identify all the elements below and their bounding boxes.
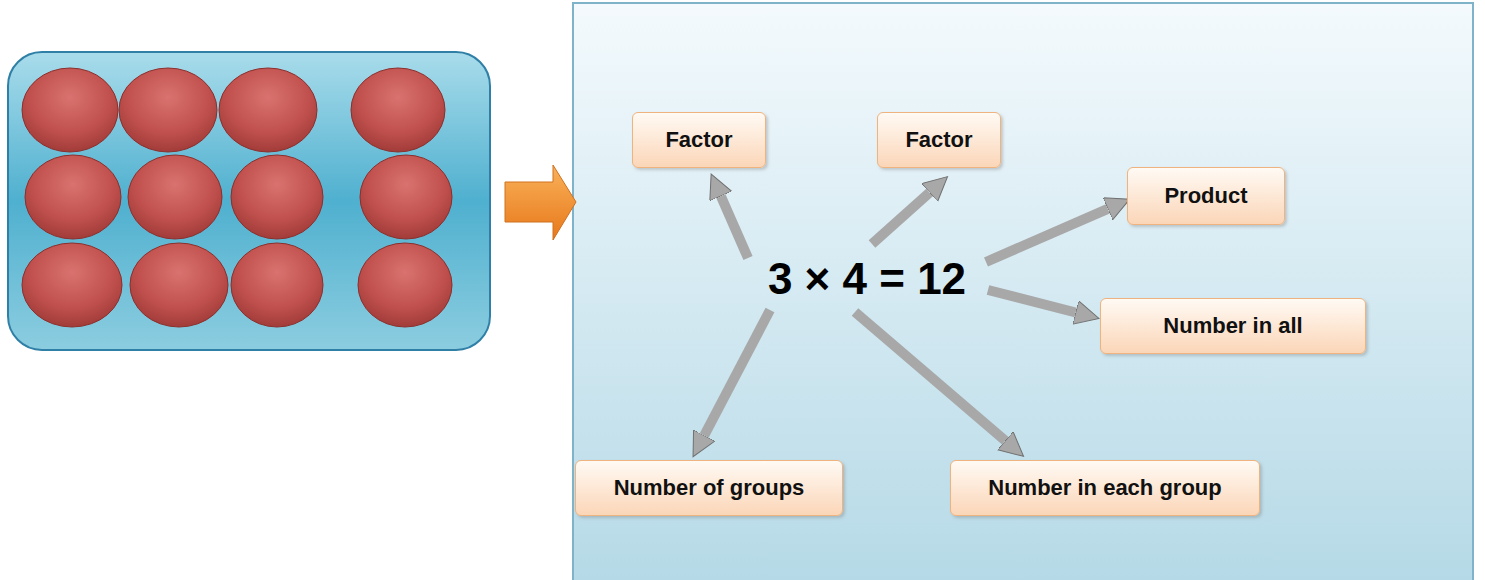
panel	[573, 3, 1473, 580]
orange-arrow	[505, 165, 576, 240]
label-box: Number of groups	[575, 460, 843, 516]
term-label: Number in all	[1163, 313, 1302, 339]
term-label: Factor	[665, 127, 732, 153]
label-box: Product	[1127, 167, 1285, 225]
term-label: Number of groups	[614, 475, 805, 501]
label-box: Number in each group	[950, 460, 1260, 516]
term-label: Product	[1164, 183, 1247, 209]
term-label: Factor	[905, 127, 972, 153]
label-box: Number in all	[1100, 298, 1366, 354]
label-box: Factor	[632, 112, 766, 168]
counter-tray	[8, 52, 490, 350]
equation: 3 × 4 = 12	[768, 257, 966, 301]
pointer-arrows	[704, 193, 1108, 441]
term-label: Number in each group	[988, 475, 1221, 501]
label-box: Factor	[877, 112, 1001, 168]
